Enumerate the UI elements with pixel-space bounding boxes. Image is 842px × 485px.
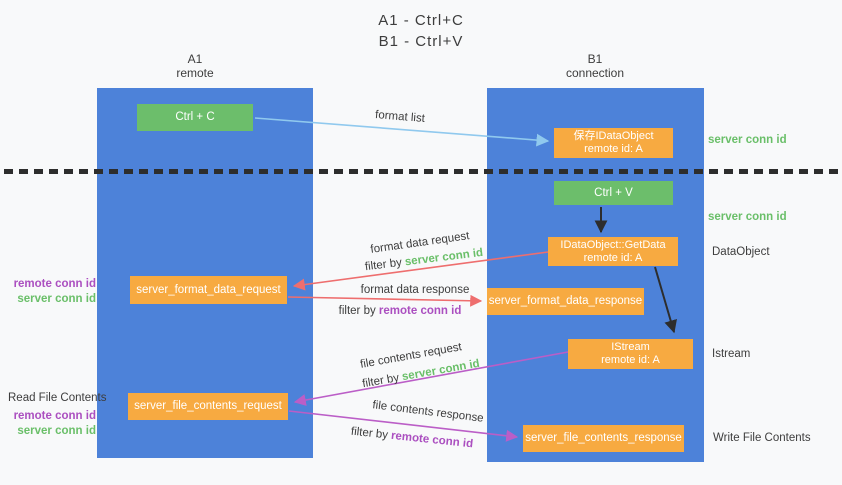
node-istream: IStream remote id: A	[568, 339, 693, 369]
lane-b-title: B1	[587, 52, 603, 66]
node-save-idataobject-line1: 保存IDataObject	[573, 130, 654, 142]
node-ctrl-v: Ctrl + V	[554, 181, 673, 205]
node-getdata-line2: remote id: A	[583, 251, 643, 264]
node-getdata-line1: IDataObject::GetData	[560, 238, 666, 251]
label-dataobject: DataObject	[712, 246, 770, 258]
node-save-idataobject: 保存IDataObject remote id: A	[554, 128, 673, 158]
label-filter-by-remote-conn-id-2: filter by remote conn id	[350, 426, 473, 451]
node-ctrl-c: Ctrl + C	[137, 104, 253, 131]
label-read-file-contents: Read File Contents	[8, 392, 107, 404]
label-istream-right: Istream	[712, 348, 751, 360]
lane-a-title: A1	[187, 52, 203, 66]
lane-a-header: A1 remote	[176, 52, 213, 80]
filter-by-text: filter by	[338, 305, 379, 317]
filter-by-text: filter by	[361, 371, 404, 391]
dashed-divider	[4, 169, 838, 174]
node-idataobject-getdata: IDataObject::GetData remote id: A	[548, 237, 678, 266]
lane-b-header: B1 connection	[566, 52, 624, 80]
label-format-list: format list	[374, 109, 426, 125]
lane-a-subtitle: remote	[176, 66, 214, 80]
label-server-conn-id-left-bottom: server conn id	[17, 425, 96, 437]
server-conn-id-text: server conn id	[404, 246, 484, 269]
node-istream-line2: remote id: A	[601, 354, 660, 366]
lane-b-subtitle: connection	[565, 66, 625, 80]
label-server-conn-id-left-top: server conn id	[17, 293, 96, 305]
node-server-file-contents-response: server_file_contents_response	[523, 425, 684, 452]
node-save-idataobject-line2: remote id: A	[584, 143, 643, 155]
filter-by-text: filter by	[364, 256, 406, 274]
remote-conn-id-text: remote conn id	[390, 429, 474, 451]
node-server-format-data-response: server_format_data_response	[487, 288, 644, 315]
label-format-data-response: format data response	[360, 284, 470, 296]
remote-conn-id-text: remote conn id	[378, 305, 462, 317]
label-server-conn-id-right-mid: server conn id	[708, 211, 787, 223]
title-line-1: A1 - Ctrl+C	[378, 12, 464, 29]
node-server-format-data-request: server_format_data_request	[130, 276, 287, 304]
node-server-file-contents-request: server_file_contents_request	[128, 393, 288, 420]
label-remote-conn-id-left-bottom: remote conn id	[13, 410, 96, 422]
label-filter-by-remote-conn-id-1: filter by remote conn id	[339, 305, 462, 317]
label-file-contents-response: file contents response	[371, 399, 485, 425]
arrow-format-data-response	[287, 294, 483, 307]
title-line-2: B1 - Ctrl+V	[378, 33, 464, 50]
label-remote-conn-id-left-top: remote conn id	[13, 278, 96, 290]
label-server-conn-id-right-top: server conn id	[708, 134, 787, 146]
diagram-title: A1 - Ctrl+C B1 - Ctrl+V	[0, 10, 842, 52]
label-write-file-contents: Write File Contents	[713, 432, 811, 444]
node-istream-line1: IStream	[611, 341, 650, 353]
filter-by-text: filter by	[350, 425, 392, 442]
